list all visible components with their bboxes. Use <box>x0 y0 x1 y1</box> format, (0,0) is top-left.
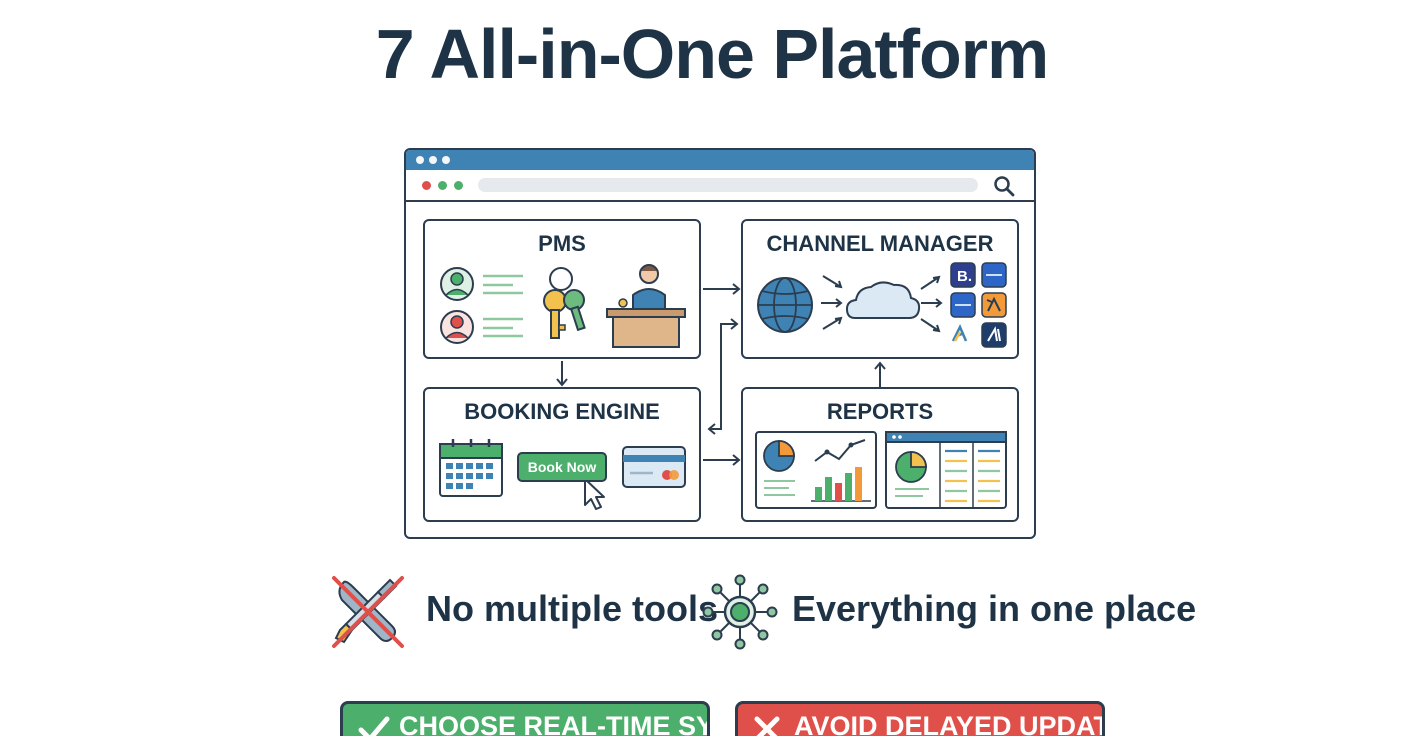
address-bar <box>406 170 1034 202</box>
book-now-button[interactable]: Book Now <box>517 452 607 482</box>
channel-manager-panel: CHANNEL MANAGER <box>741 219 1019 359</box>
booking-engine-panel: BOOKING ENGINE <box>423 387 701 522</box>
browser-window: PMS <box>404 148 1036 539</box>
guest-avatar-icon <box>440 267 474 301</box>
minimize-dot-icon <box>438 181 447 190</box>
avoid-delayed-updates-button[interactable]: AVOID DELAYED UPDATES <box>735 701 1105 736</box>
feature-everything-in-one-place: Everything in one place <box>792 588 1197 629</box>
cursor-icon <box>584 478 605 510</box>
ota-logo-icon: B. <box>950 262 1007 348</box>
x-icon <box>754 716 780 736</box>
pms-title: PMS <box>538 231 586 256</box>
crossed-tools-icon <box>332 576 404 648</box>
booking-engine-title: BOOKING ENGINE <box>464 399 660 424</box>
check-icon <box>358 716 390 736</box>
close-dot-icon <box>422 181 431 190</box>
svg-text:B.: B. <box>957 268 972 285</box>
window-dot-icon <box>416 156 424 164</box>
hub-network-icon <box>702 574 778 650</box>
cloud-icon <box>845 281 921 319</box>
maximize-dot-icon <box>454 181 463 190</box>
window-dot-icon <box>442 156 450 164</box>
credit-card-icon <box>622 446 686 488</box>
window-titlebar <box>406 150 1034 170</box>
connector-arrows <box>556 283 886 466</box>
channel-manager-title: CHANNEL MANAGER <box>766 231 994 256</box>
feature-no-multiple-tools: No multiple tools <box>426 588 718 629</box>
arrows-in-icon <box>821 275 843 330</box>
arrows-out-icon <box>920 275 943 333</box>
globe-icon <box>757 277 813 333</box>
cta-label: AVOID DELAYED UPDATES <box>794 711 1102 736</box>
text-lines-icon <box>483 274 523 338</box>
calendar-icon <box>439 439 503 497</box>
reports-title: REPORTS <box>826 399 934 424</box>
analytics-card-icon <box>755 431 877 509</box>
url-field[interactable] <box>478 178 978 192</box>
search-icon <box>994 176 1015 197</box>
dashboard-icon <box>885 431 1007 509</box>
keys-icon <box>543 267 586 339</box>
reception-desk-icon <box>606 264 686 348</box>
reports-panel: REPORTS <box>741 387 1019 522</box>
pms-panel: PMS <box>423 219 701 359</box>
guest-avatar-icon <box>440 310 474 344</box>
page-title: 7 All-in-One Platform <box>375 15 1050 93</box>
cta-label: CHOOSE REAL-TIME SYNC <box>399 711 707 736</box>
window-dot-icon <box>429 156 437 164</box>
choose-real-time-sync-button[interactable]: CHOOSE REAL-TIME SYNC <box>340 701 710 736</box>
